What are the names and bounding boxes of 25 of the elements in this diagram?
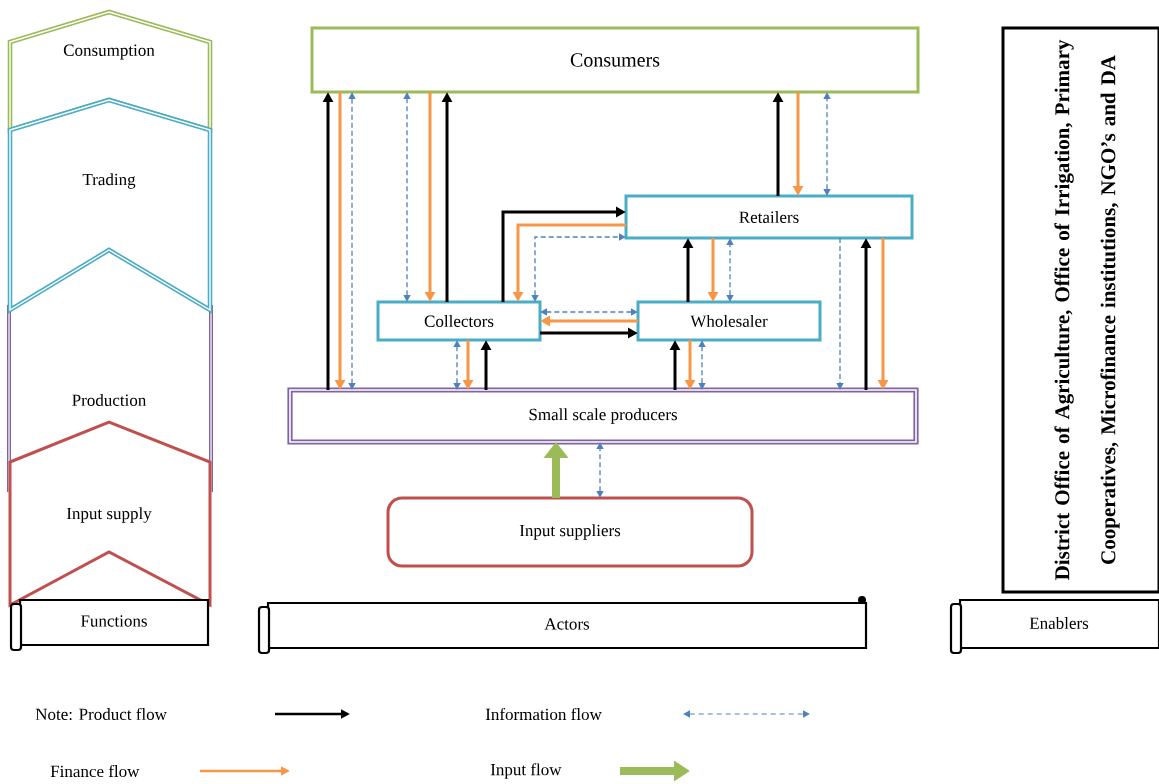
legend-label: Note: Product flow <box>35 707 167 721</box>
arrow <box>403 92 411 302</box>
enablers-box: District Office of Agriculture, Office of Irrigation, Primary Cooperatives, Microfinance institutions, NGO’s and DA <box>1001 26 1159 594</box>
arrow <box>836 237 844 390</box>
actor-box: Collectors <box>376 300 542 342</box>
arrow <box>453 340 461 390</box>
arrow <box>348 92 356 390</box>
legend-label: Input flow <box>490 763 562 779</box>
scroll-banner: Enablers <box>949 598 1159 655</box>
actor-box: Consumers <box>310 26 920 94</box>
stage-band: Production <box>7 303 213 494</box>
legend-label: Information flow <box>485 707 602 721</box>
arrow <box>823 92 831 196</box>
arrow <box>596 442 604 498</box>
actor-box: Input suppliers <box>386 496 754 568</box>
arrow <box>698 340 706 390</box>
arrow <box>540 308 638 316</box>
arrow <box>726 238 734 302</box>
arrow <box>531 233 626 302</box>
legend-label: Finance flow <box>50 764 140 778</box>
scroll-banner: Functions <box>9 598 210 652</box>
actor-box: Wholesaler <box>636 300 822 342</box>
actor-box: Retailers <box>624 194 914 240</box>
scroll-banner: Actors <box>257 596 868 655</box>
actor-box: Small scale producers <box>287 387 919 445</box>
